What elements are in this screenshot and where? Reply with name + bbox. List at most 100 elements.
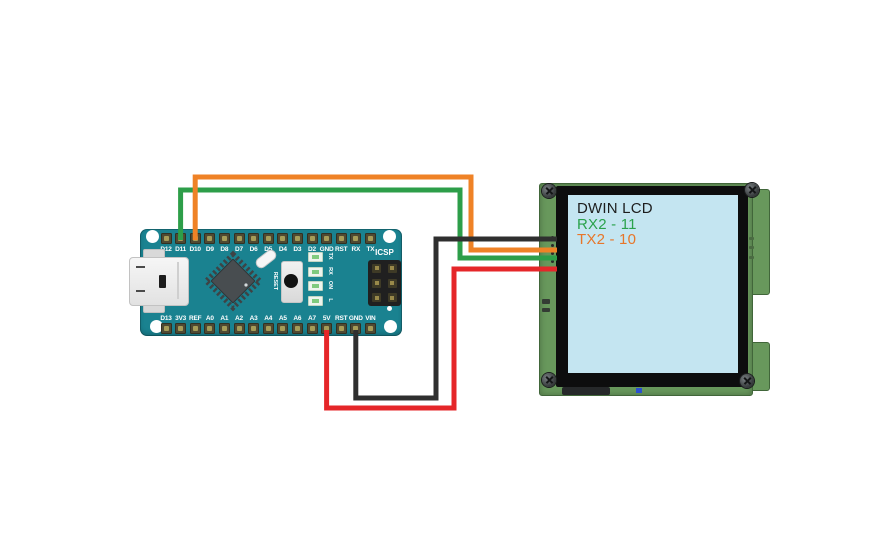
led-core <box>312 298 319 303</box>
mounting-hole <box>150 320 163 333</box>
lcd-title: DWIN LCD <box>577 200 653 217</box>
led-RX <box>308 266 323 277</box>
pin-pad-core <box>265 325 271 331</box>
icsp-pin-core <box>374 281 379 285</box>
lcd-tab-component <box>749 256 754 259</box>
screw <box>542 184 556 198</box>
screw <box>745 183 759 197</box>
lcd-tx-mapping: TX2 - 10 <box>577 231 637 248</box>
pin-pad-core <box>353 325 359 331</box>
mounting-hole <box>384 320 397 333</box>
wire-d11-to-lcd-rx2 <box>178 187 557 261</box>
pin-label-A7: A7 <box>308 314 316 322</box>
lcd-screen-text: DWIN LCD RX2 - 11 TX2 - 10 <box>577 201 653 248</box>
pin-label-RST: RST <box>334 314 348 322</box>
pin-label-A2: A2 <box>235 314 243 322</box>
wire-d10-to-lcd-tx2 <box>192 174 557 253</box>
icsp-pin-core <box>374 295 379 300</box>
usb-slot <box>159 275 166 288</box>
usb-contact <box>136 290 145 292</box>
pin-pad-A7 <box>306 322 318 334</box>
pin-pad-core <box>221 325 227 331</box>
lcd-pcb-tab <box>752 189 770 295</box>
lcd-side-component <box>542 299 550 304</box>
pin-pad-RST <box>335 233 347 244</box>
pin1-marker-dot <box>387 306 392 311</box>
pin-pad-D9 <box>204 233 216 244</box>
led-L <box>308 295 323 306</box>
pin-pad-D4 <box>277 233 289 244</box>
mounting-hole <box>383 230 396 243</box>
led-TX <box>308 252 323 262</box>
pin-pad-core <box>207 325 213 331</box>
pin-pad-core <box>163 325 169 331</box>
wire-gnd-to-lcd <box>353 236 557 401</box>
icsp-pin-core <box>374 266 379 270</box>
pin-pad-RX <box>350 233 362 244</box>
led-core <box>312 284 319 288</box>
icsp-pin-core <box>390 295 394 300</box>
lcd-side-component <box>542 308 550 312</box>
pin-pad-A2 <box>233 322 245 334</box>
icsp-label: ICSP <box>375 248 394 257</box>
lcd-screen <box>568 195 738 373</box>
pin-pad-A3 <box>248 322 260 334</box>
icsp-pin <box>372 278 381 288</box>
pin-label-A1: A1 <box>220 314 229 322</box>
pin-pad-REF <box>189 322 201 334</box>
icsp-pin <box>387 293 397 302</box>
pin-label-GND: GND <box>348 314 363 322</box>
pin-label-A0: A0 <box>205 314 214 322</box>
pin-label-A6: A6 <box>293 314 302 322</box>
pin-label-D13: D13 <box>160 314 172 322</box>
pin-pad-A5 <box>277 322 289 334</box>
led-ON <box>308 281 323 291</box>
pin-label-A3: A3 <box>249 314 258 322</box>
pin-pad-core <box>236 236 242 241</box>
icsp-pin <box>387 278 397 288</box>
pin-pad-core <box>353 236 359 241</box>
pin-label-D2: D2 <box>308 245 316 253</box>
lcd-connector-pin <box>551 251 554 255</box>
pin-pad-A0 <box>204 322 216 334</box>
pin-pad-D3 <box>291 233 303 244</box>
pin-label-D5: D5 <box>264 245 273 253</box>
pin-label-D10: D10 <box>189 245 202 253</box>
pin-label-GND: GND <box>319 245 334 253</box>
pin-pad-RST <box>335 322 347 334</box>
icsp-pin-core <box>390 281 394 285</box>
lcd-bottom-led <box>636 388 642 393</box>
pin-pad-core <box>367 236 373 241</box>
pin-pad-A6 <box>291 322 303 334</box>
usb-edge-line <box>177 262 179 299</box>
lcd-rx-mapping: RX2 - 11 <box>577 215 637 233</box>
pin-label-RX: RX <box>351 245 361 253</box>
pin-label-VIN: VIN <box>365 314 376 322</box>
pin-pad-core <box>251 325 257 331</box>
icsp-pin <box>372 293 381 302</box>
pin-pad-core <box>338 325 344 331</box>
pin-pad-core <box>178 325 184 331</box>
led-core <box>312 255 319 259</box>
pin-pad-core <box>163 236 169 241</box>
pin-label-5V: 5V <box>322 314 331 322</box>
pin-pad-core <box>265 236 271 241</box>
pin-pad-D13 <box>160 322 172 334</box>
lcd-pcb-tab <box>752 342 770 391</box>
pin-pad-D2 <box>306 233 318 244</box>
pin-pad-D5 <box>262 233 274 244</box>
pin-pad-core <box>309 236 315 241</box>
wire-5v-to-lcd <box>324 266 557 411</box>
lcd-tab-component <box>749 246 754 249</box>
pin-pad-core <box>221 236 227 241</box>
lcd-connector-pin <box>551 243 554 247</box>
pin-pad-5V <box>321 322 333 334</box>
pin-label-TX: TX <box>366 245 375 253</box>
pin-pad-core <box>338 236 344 241</box>
pin-pad-core <box>309 325 315 331</box>
pin-pad-core <box>236 325 242 331</box>
icsp-pin-core <box>390 266 394 270</box>
usb-contact <box>136 266 145 268</box>
pin-label-D11: D11 <box>175 245 187 253</box>
pin-pad-D7 <box>233 233 245 244</box>
